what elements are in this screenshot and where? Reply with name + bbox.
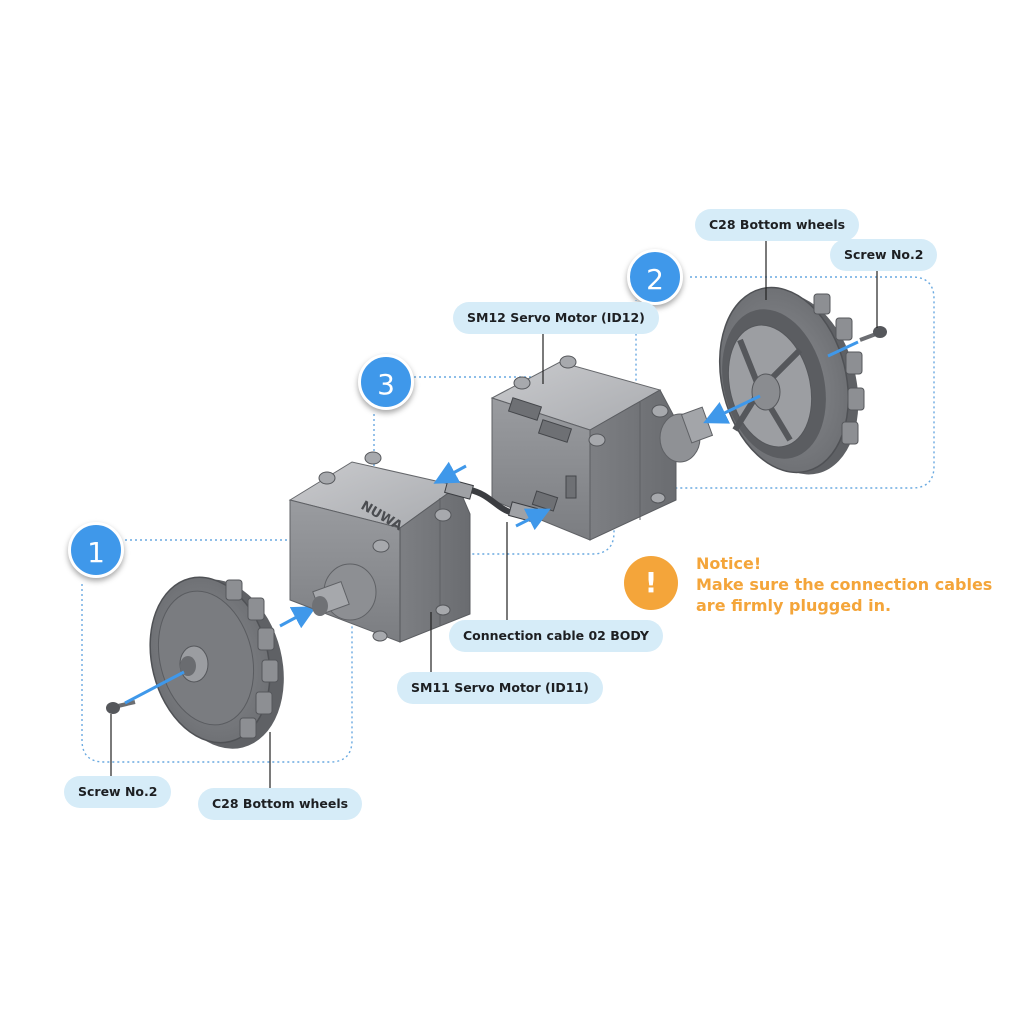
motor-sm11: NUWA <box>288 451 471 643</box>
label-cable: Connection cable 02 BODY <box>449 620 663 652</box>
label-wheel-top: C28 Bottom wheels <box>695 209 860 241</box>
label-sm11: SM11 Servo Motor (ID11) <box>397 672 603 704</box>
wheel-left <box>149 576 284 749</box>
notice-text: Notice! Make sure the connection cables … <box>696 553 992 616</box>
step-3-badge: 3 <box>358 354 414 410</box>
arrow-cable-bottom <box>515 508 551 531</box>
arrow-wheel-motor-right <box>703 394 761 424</box>
leader-lines <box>110 236 878 792</box>
notice-title: Notice! <box>696 554 762 573</box>
label-screw-top: Screw No.2 <box>830 239 938 271</box>
arrow-screw-wheel <box>124 670 185 705</box>
arrow-wheel-motor <box>279 606 317 629</box>
wheel-right <box>718 286 865 475</box>
warning-icon: ! <box>624 556 678 610</box>
arrow-screw-wheel-right <box>827 340 859 358</box>
step-1-badge: 1 <box>68 522 124 578</box>
label-screw-bottom: Screw No.2 <box>64 776 172 808</box>
screw-left <box>106 700 136 714</box>
step-2-badge: 2 <box>627 249 683 305</box>
screw-right <box>859 326 887 342</box>
label-wheel-bottom: C28 Bottom wheels <box>198 788 363 820</box>
label-sm12: SM12 Servo Motor (ID12) <box>453 302 659 334</box>
notice-line-2: are firmly plugged in. <box>696 596 892 615</box>
notice-line-1: Make sure the connection cables <box>696 575 993 594</box>
arrow-cable-top <box>433 461 467 484</box>
